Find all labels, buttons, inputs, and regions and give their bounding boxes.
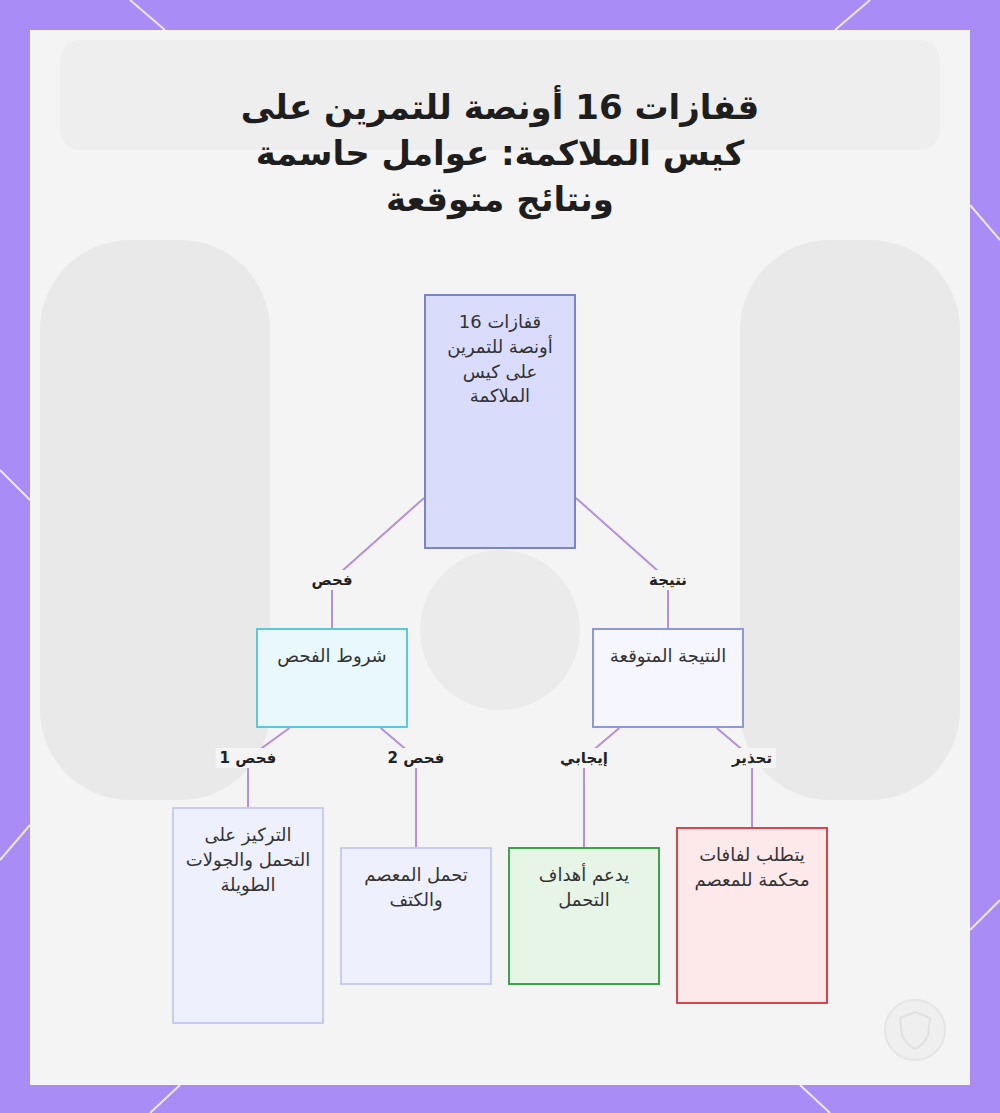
root-box: قفازات 16 أونصة للتمرين على كيس الملاكمة — [424, 294, 576, 549]
connector — [381, 728, 416, 847]
leaf-box: تحمل المعصم والكتف — [340, 847, 492, 985]
edge-label: فحص 1 — [216, 748, 281, 768]
node-label: شروط الفحص — [268, 644, 396, 669]
node-label: يدعم أهداف التحمل — [520, 863, 648, 913]
node-label: تحمل المعصم والكتف — [352, 863, 480, 913]
edge-label: فحص 2 — [384, 748, 449, 768]
node-label: قفازات 16 أونصة للتمرين على كيس الملاكمة — [436, 310, 564, 409]
canvas-ground — [30, 30, 970, 1085]
process-box: النتيجة المتوقعة — [592, 628, 744, 728]
node-label: التركيز على التحمل والجولات الطويلة — [184, 823, 312, 897]
edge-label: إيجابي — [556, 748, 612, 768]
leaf-box: التركيز على التحمل والجولات الطويلة — [172, 807, 324, 1024]
node-label: يتطلب لفافات محكمة للمعصم — [688, 843, 816, 893]
edge-label: نتيجة — [645, 570, 691, 590]
warning-box: يتطلب لفافات محكمة للمعصم — [676, 827, 828, 1004]
positive-box: يدعم أهداف التحمل — [508, 847, 660, 985]
watermark-badge — [885, 1000, 945, 1060]
diagram-title: قفازات 16 أونصة للتمرين على كيس الملاكمة… — [240, 84, 760, 223]
edge-label: فحص — [307, 570, 356, 590]
connector — [576, 498, 668, 628]
connector — [584, 728, 619, 847]
node-label: النتيجة المتوقعة — [604, 644, 732, 669]
process-box: شروط الفحص — [256, 628, 408, 728]
faded-photo — [40, 40, 960, 800]
connector — [332, 498, 424, 628]
edge-label: تحذير — [728, 748, 776, 768]
connector — [717, 728, 752, 827]
